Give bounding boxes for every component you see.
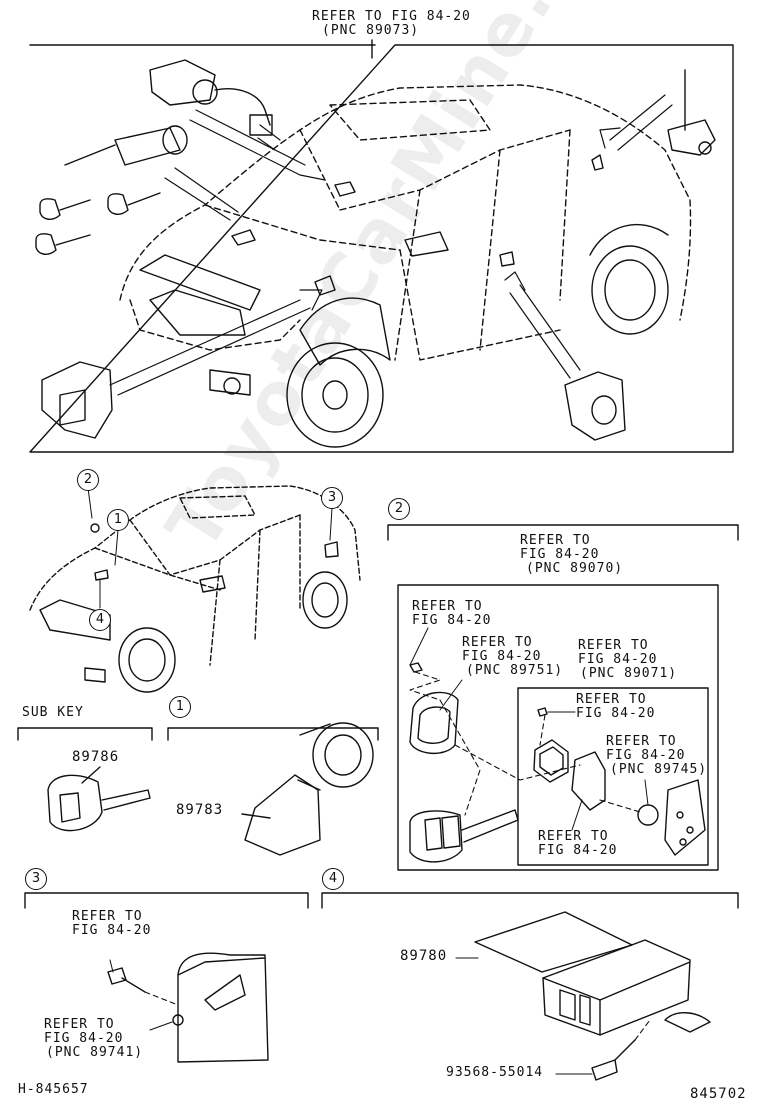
p2-refer-outer-1: REFER TO [520, 533, 591, 548]
p2-refer-e-2: FIG 84-20 [606, 748, 686, 763]
p2-refer-e-1: REFER TO [606, 734, 677, 749]
rear-door-lock-part [667, 69, 716, 156]
sub-key-part-number: 89786 [72, 749, 120, 765]
p2-refer-d-2: FIG 84-20 [576, 706, 656, 721]
p2-refer-f-2: FIG 84-20 [538, 843, 618, 858]
p2-refer-b-1: REFER TO [462, 635, 533, 650]
p2-refer-outer-2: FIG 84-20 [520, 547, 600, 562]
ignition-lock-assembly [149, 59, 273, 136]
p2-refer-c-1: REFER TO [578, 638, 649, 653]
footer-right-code: 845702 [690, 1086, 747, 1102]
p2-refer-d-1: REFER TO [576, 692, 647, 707]
top-arrows [109, 94, 673, 396]
panel-2-number: 2 [388, 498, 410, 520]
panel-3 [24, 892, 309, 1063]
top-refer-label: REFER TO FIG 84-20 [312, 9, 471, 24]
callout-3: 3 [321, 487, 343, 509]
key-cylinder-left [64, 125, 188, 166]
panel-1-part-number: 89783 [176, 802, 224, 818]
panel-2 [387, 524, 739, 871]
p2-refer-c-2: FIG 84-20 [578, 652, 658, 667]
p2-refer-e-3: (PNC 89745) [610, 762, 708, 777]
callout-2: 2 [77, 469, 99, 491]
main-vehicle-solid [139, 154, 669, 448]
p2-refer-b-3: (PNC 89751) [466, 663, 564, 678]
p3-refer-b-3: (PNC 89741) [46, 1045, 144, 1060]
p3-refer-b-1: REFER TO [44, 1017, 115, 1032]
panel-4-number: 4 [322, 868, 344, 890]
p2-refer-f-1: REFER TO [538, 829, 609, 844]
p3-refer-a-2: FIG 84-20 [72, 923, 152, 938]
door-lock-cylinder-right [564, 371, 626, 441]
lock-actuator-front [41, 361, 113, 439]
keys-small [35, 192, 161, 255]
small-vehicle-solid [39, 523, 348, 693]
small-vehicle [29, 485, 361, 666]
callout-leaders [87, 487, 333, 609]
main-vehicle-outline [119, 84, 692, 361]
p3-refer-a-1: REFER TO [72, 909, 143, 924]
panel-4-part-number-1: 89780 [400, 948, 448, 964]
p2-refer-b-2: FIG 84-20 [462, 649, 542, 664]
panel-1 [167, 722, 379, 856]
sub-key-title: SUB KEY [22, 705, 84, 720]
p2-refer-outer-3: (PNC 89070) [526, 561, 624, 576]
panel-4 [321, 892, 739, 1081]
callout-4: 4 [89, 609, 111, 631]
panel-1-number: 1 [169, 696, 191, 718]
panel-3-number: 3 [25, 868, 47, 890]
p3-refer-b-2: FIG 84-20 [44, 1031, 124, 1046]
panel-4-part-number-2: 93568-55014 [446, 1065, 544, 1080]
p2-refer-a-1: REFER TO [412, 599, 483, 614]
p2-refer-a-2: FIG 84-20 [412, 613, 492, 628]
sub-key-panel [17, 727, 153, 832]
callout-1: 1 [107, 509, 129, 531]
top-refer-pnc: (PNC 89073) [322, 23, 420, 38]
top-frame [29, 39, 734, 453]
footer-left-code: H-845657 [18, 1082, 89, 1097]
p2-refer-c-3: (PNC 89071) [580, 666, 678, 681]
